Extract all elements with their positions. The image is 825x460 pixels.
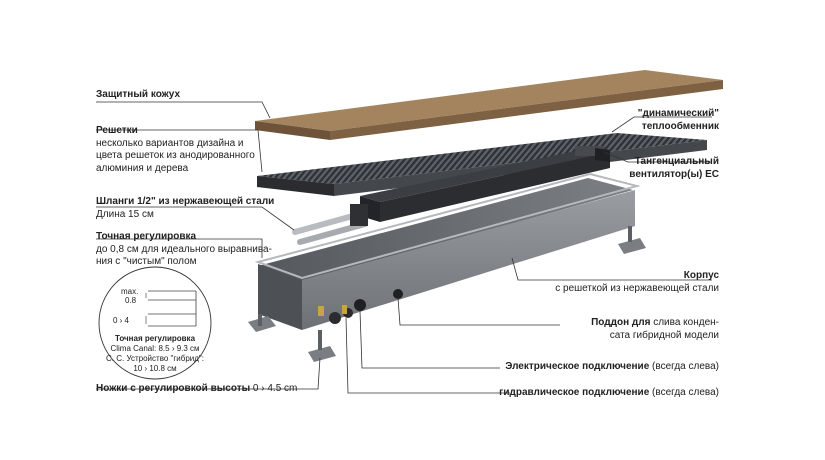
leader-hoses [96, 206, 295, 231]
leader-adjust [96, 238, 263, 258]
leader-hydraulic [345, 317, 510, 394]
label-adjust: Точная регулировка до 0,8 см для идеальн… [96, 231, 272, 267]
label-exchanger: "динамический" теплообменник [637, 108, 719, 132]
label-body: Корпус с решеткой из нержавеющей стали [555, 270, 719, 294]
label-cover: Защитный кожух [96, 89, 180, 100]
inset-max-label: max. [121, 287, 139, 296]
label-tray: Поддон для слива конден- сата гибридной … [591, 317, 719, 341]
leader-exchanger [611, 116, 712, 133]
label-electric: Электрическое подключение (всегда слева) [505, 361, 719, 372]
fine-adjust-inset [98, 266, 212, 380]
adjustable-feet [248, 226, 646, 362]
label-hoses: Шланги 1/2" из нержавеющей стали Длина 1… [96, 196, 275, 220]
leader-cover [96, 101, 271, 119]
heat-exchanger-fan-unit [360, 146, 610, 222]
leader-body [511, 257, 712, 281]
leader-feet [96, 357, 321, 390]
inset-range-label: 0 › 4 [113, 316, 130, 325]
protective-cover [255, 70, 723, 140]
inset-max-value: 0.8 [125, 296, 137, 305]
label-hydraulic: гидравлическое подключение (всегда слева… [499, 387, 719, 398]
leader-electric [359, 310, 500, 369]
housing [254, 172, 641, 330]
label-grilles: Решетки несколько вариантов дизайна и цв… [96, 125, 255, 174]
inset-text: Точная регулировка Clima Canal: 8.5 › 9.… [106, 334, 204, 373]
leader-grilles [96, 129, 263, 173]
label-fan: Тангенциальный вентилятор(ы) EC [629, 156, 719, 180]
stainless-hoses [292, 204, 368, 245]
leader-fan [603, 151, 712, 163]
leader-tray [397, 297, 560, 326]
label-feet: Ножки с регулировкой высоты 0 › 4.5 cm [96, 383, 298, 394]
